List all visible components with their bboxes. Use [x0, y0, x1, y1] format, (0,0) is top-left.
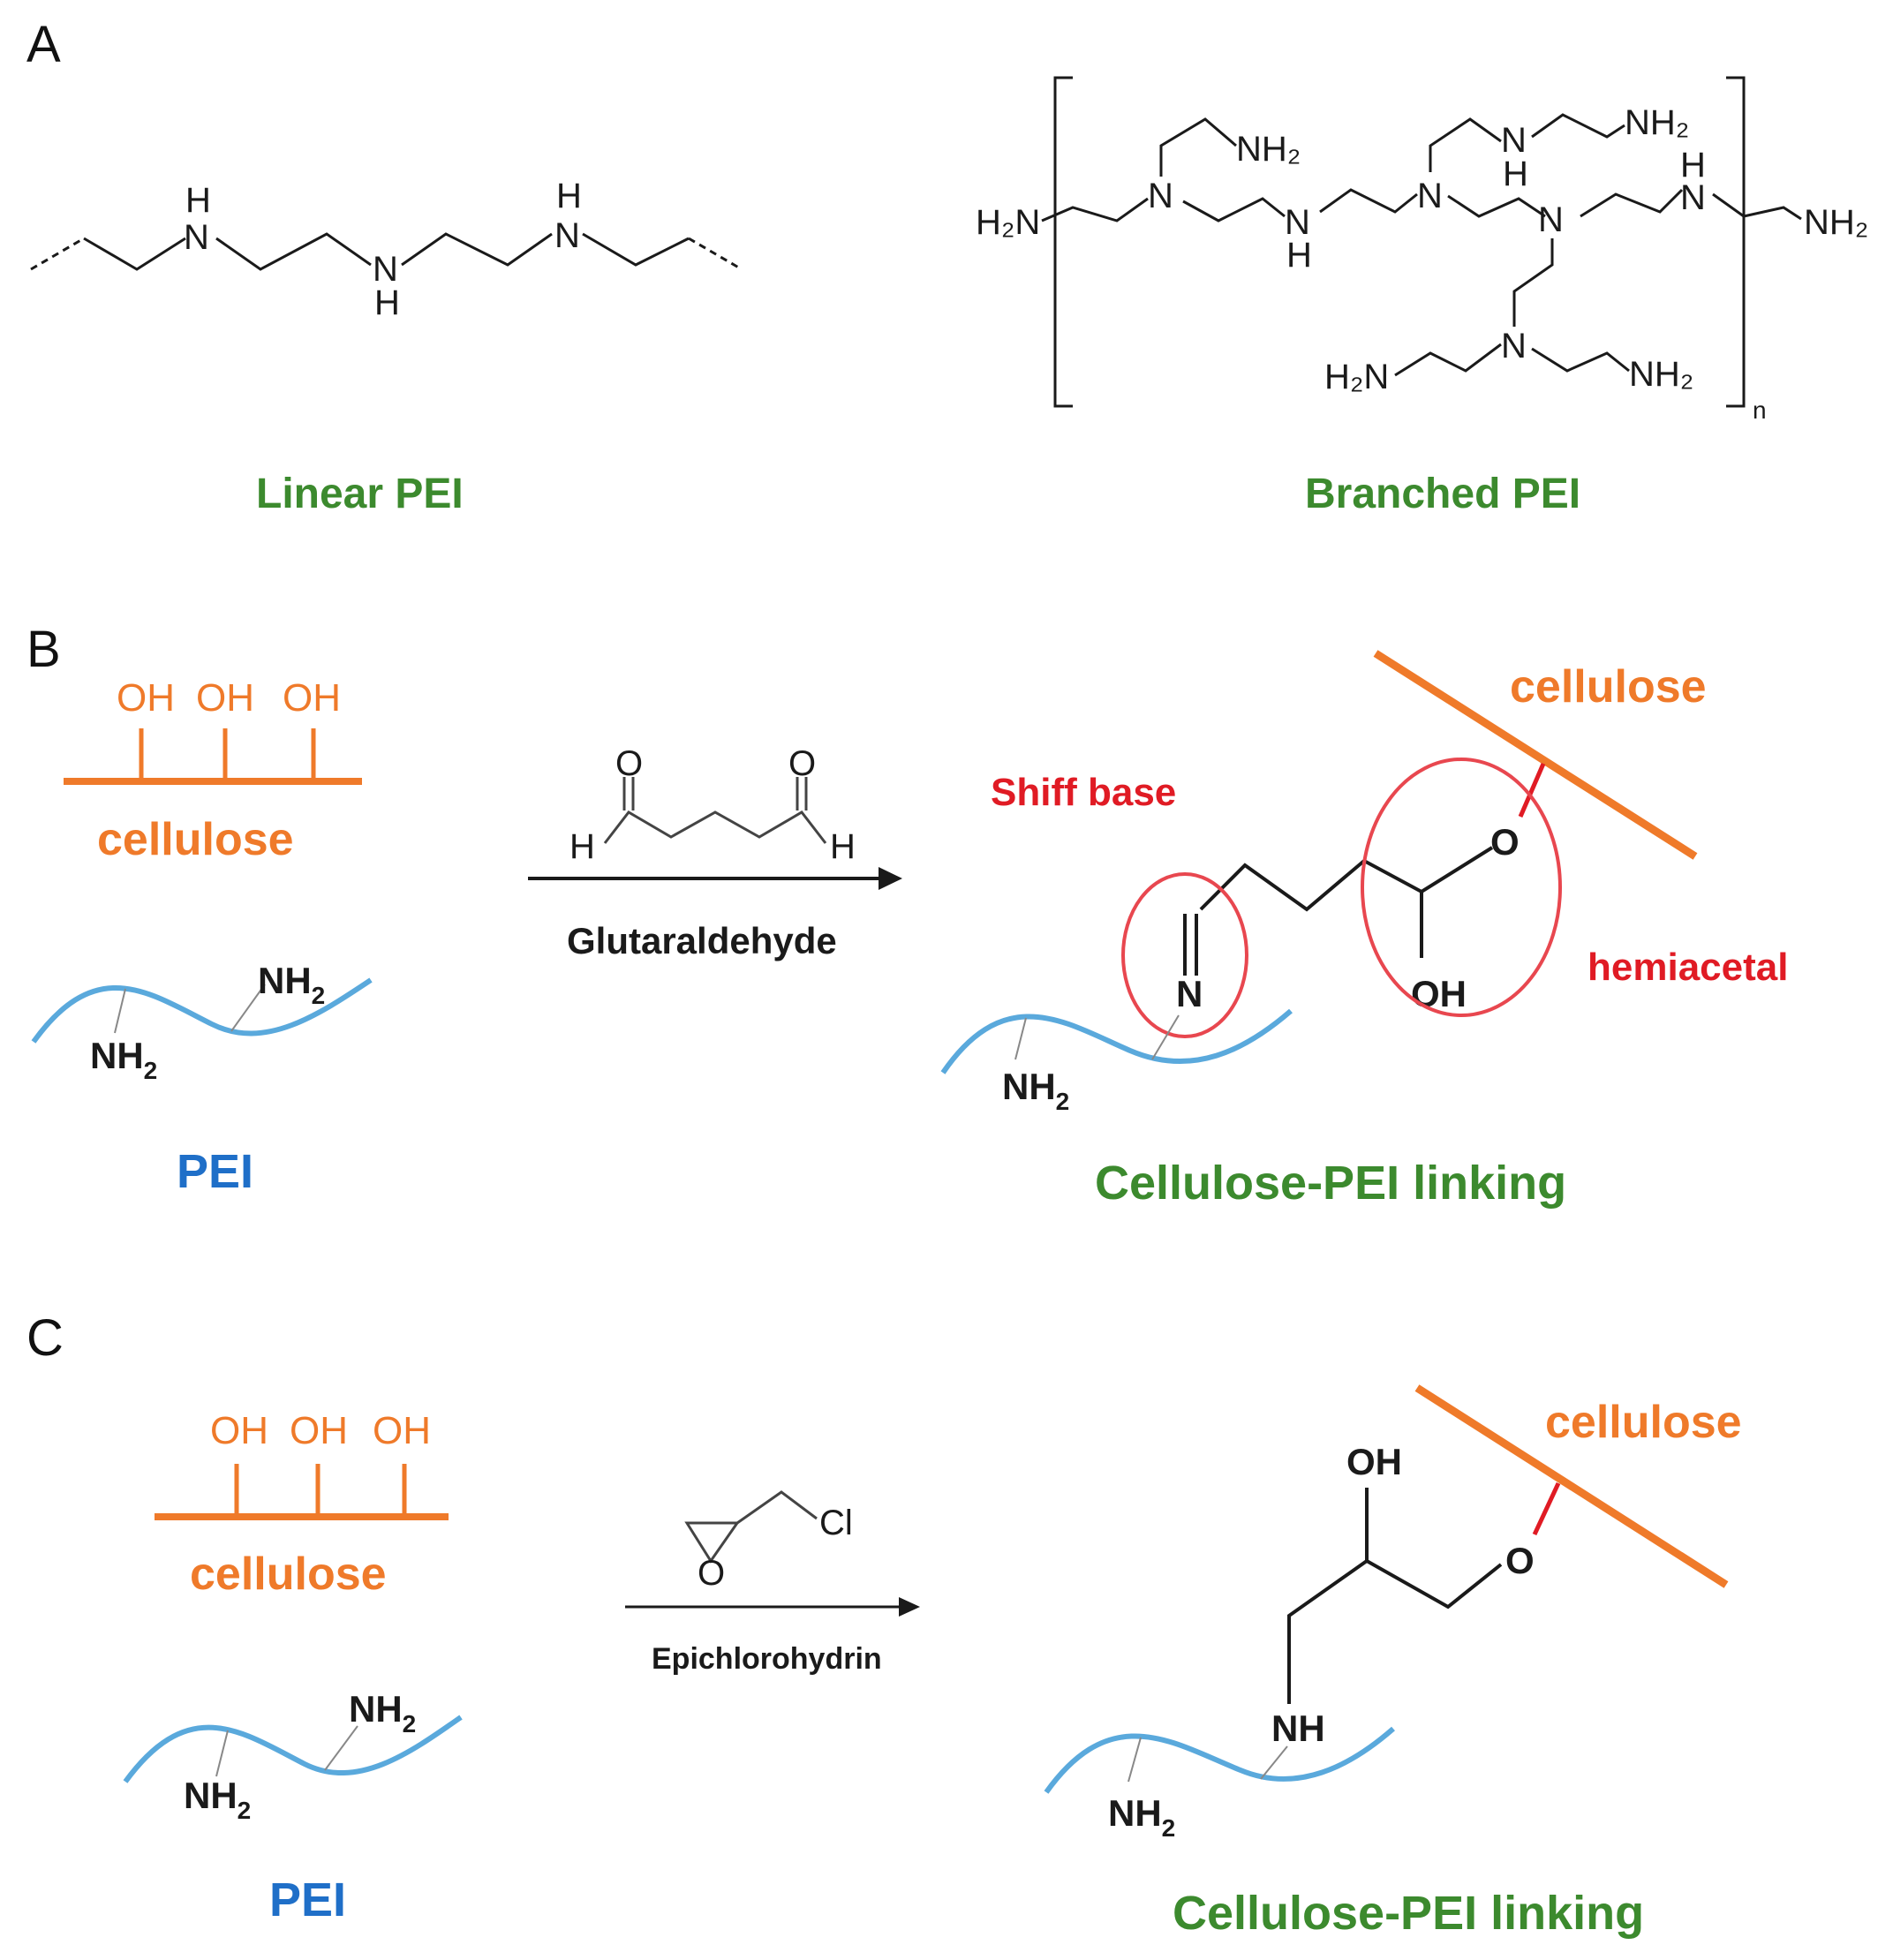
b-product-o: O	[1490, 821, 1520, 863]
linear-h-1: H	[185, 181, 211, 220]
branched-n-7: N	[1501, 327, 1527, 366]
c-pei-reactant: NH2 NH2 PEI	[123, 1688, 463, 1926]
branched-h-6: H	[1680, 146, 1706, 185]
b-cellulose-reactant: OH OH OH cellulose	[64, 676, 362, 865]
c-reagent-cl: Cl	[819, 1504, 853, 1542]
b-reagent-h-1: H	[569, 827, 595, 866]
b-hemiacetal-circle	[1361, 758, 1562, 1017]
b-shiff-base-circle	[1121, 872, 1248, 1038]
branched-h2n-bottom: H₂N	[1324, 358, 1389, 396]
panel-a: A H N N H H N Linear PEI n	[26, 16, 1868, 517]
panel-b: B OH OH OH cellulose NH2 NH2 PEI	[26, 621, 1788, 1210]
b-product-oh: OH	[1411, 973, 1467, 1014]
branched-nh2-2: NH₂	[1625, 103, 1689, 142]
branched-subscript-n: n	[1753, 396, 1767, 424]
c-reagent-o: O	[698, 1554, 725, 1593]
branched-n-1: N	[1148, 177, 1173, 215]
b-cellulose-label: cellulose	[97, 814, 294, 865]
c-cellulose-reactant: OH OH OH cellulose	[155, 1409, 449, 1600]
branched-h2n-left: H₂N	[976, 203, 1040, 242]
b-hemiacetal-label: hemiacetal	[1588, 946, 1788, 989]
c-oh-3: OH	[373, 1409, 431, 1452]
b-pei-label: PEI	[177, 1145, 253, 1198]
branched-h-2: H	[1286, 236, 1312, 275]
c-product-nh2: NH2	[1108, 1792, 1175, 1842]
c-pei-nh2-lower: NH2	[184, 1775, 251, 1824]
c-reaction-arrowhead	[899, 1597, 920, 1617]
c-reagent: O Cl Epichlorohydrin	[625, 1490, 920, 1676]
panel-c-letter: C	[26, 1309, 64, 1367]
c-product-nh: NH	[1271, 1707, 1325, 1749]
c-cellulose-label: cellulose	[190, 1549, 387, 1600]
b-reagent: O O H H Glutaraldehyde	[528, 744, 902, 961]
branched-nh2-right: NH₂	[1804, 203, 1868, 242]
panel-c: C OH OH OH cellulose NH2 NH2 PEI O Cl	[26, 1309, 1742, 1940]
b-pei-reactant: NH2 NH2 PEI	[31, 960, 373, 1198]
c-product-o: O	[1505, 1540, 1535, 1581]
b-product-n: N	[1176, 973, 1203, 1014]
c-pei-nh2-upper: NH2	[349, 1688, 416, 1738]
b-pei-nh2-lower: NH2	[90, 1035, 157, 1084]
branched-nh2-bottom: NH₂	[1629, 355, 1693, 394]
b-reagent-o-2: O	[788, 744, 816, 783]
branched-n-3: N	[1417, 177, 1443, 215]
linear-pei-caption: Linear PEI	[256, 471, 464, 517]
b-product-nh2: NH2	[1002, 1066, 1069, 1115]
c-product: cellulose O OH NH NH2 Cellulose-PEI link…	[1044, 1384, 1742, 1940]
linear-pei-structure: H N N H H N	[30, 177, 743, 322]
b-reagent-h-2: H	[830, 827, 856, 866]
b-reaction-arrowhead	[879, 867, 902, 890]
c-reagent-name: Epichlorohydrin	[652, 1642, 882, 1676]
b-shiff-base-label: Shiff base	[991, 771, 1176, 814]
branched-pei-structure: n H₂N N NH₂ N H N N H NH₂	[976, 76, 1868, 424]
c-product-cellulose-label: cellulose	[1545, 1397, 1742, 1448]
b-oh-3: OH	[283, 676, 341, 720]
panel-b-letter: B	[26, 621, 61, 678]
linear-n-3: N	[554, 216, 580, 255]
branched-pei-caption: Branched PEI	[1305, 471, 1580, 517]
linear-n-2: N	[373, 250, 398, 289]
branched-n-6: N	[1680, 178, 1706, 217]
c-oh-1: OH	[210, 1409, 268, 1452]
c-oh-2: OH	[290, 1409, 348, 1452]
panel-a-letter: A	[26, 16, 61, 73]
branched-n-2: N	[1285, 203, 1310, 242]
b-product-caption: Cellulose-PEI linking	[1095, 1157, 1566, 1210]
branched-nh2-1: NH₂	[1236, 130, 1301, 169]
b-reagent-o-1: O	[615, 744, 643, 783]
linear-n-1: N	[184, 218, 209, 257]
b-product: cellulose O OH N Shiff base hemiacetal N…	[940, 650, 1788, 1210]
branched-h-4: H	[1503, 155, 1528, 193]
branched-n-4: N	[1501, 121, 1527, 160]
b-product-cellulose-label: cellulose	[1510, 661, 1707, 712]
b-pei-nh2-upper: NH2	[258, 960, 325, 1009]
b-oh-2: OH	[196, 676, 254, 720]
branched-n-5: N	[1538, 200, 1564, 239]
linear-h-2: H	[374, 283, 400, 322]
linear-h-3: H	[556, 177, 582, 215]
b-oh-1: OH	[117, 676, 175, 720]
c-product-oh: OH	[1346, 1441, 1402, 1482]
b-reagent-name: Glutaraldehyde	[567, 920, 837, 961]
c-pei-label: PEI	[269, 1873, 346, 1926]
c-product-caption: Cellulose-PEI linking	[1173, 1887, 1644, 1940]
